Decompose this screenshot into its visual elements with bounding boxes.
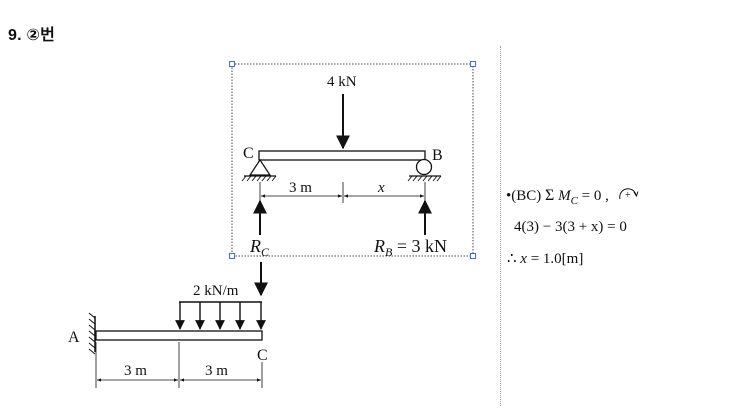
moment-symbol: M bbox=[558, 188, 571, 204]
dimension-left-label: 3 m bbox=[289, 180, 312, 196]
udl-label: 2 kN/m bbox=[193, 283, 239, 299]
therefore-symbol: ∴ bbox=[507, 251, 517, 267]
point-c-label: C bbox=[257, 347, 268, 364]
problem-title: 9. ②번 bbox=[8, 27, 56, 44]
clockwise-moment-icon: + bbox=[617, 186, 639, 202]
selection-handle[interactable] bbox=[229, 253, 235, 259]
sign-label: + bbox=[625, 190, 631, 201]
lower-dimension-left-label: 3 m bbox=[124, 363, 147, 379]
upper-beam-group: 4 kN C B 3 m x RC RB = 3 bbox=[241, 74, 447, 259]
reaction-b-label: RB = 3 kN bbox=[373, 236, 447, 259]
selection-frame[interactable] bbox=[229, 61, 476, 259]
udl-arrows bbox=[175, 302, 266, 330]
selection-handle[interactable] bbox=[470, 61, 476, 67]
roller-support-b bbox=[407, 158, 442, 182]
solution-line-3: ∴ x = 1.0[m] bbox=[507, 249, 583, 268]
reaction-b-subscript: B bbox=[385, 245, 393, 259]
pin-support-c bbox=[241, 158, 277, 182]
selection-handle[interactable] bbox=[229, 61, 235, 67]
beam-diagram: 4 kN C B 3 m x RC RB = 3 bbox=[68, 61, 476, 388]
support-b-label: B bbox=[432, 147, 443, 164]
selection-handle[interactable] bbox=[470, 253, 476, 259]
lower-dimension-right-label: 3 m bbox=[205, 363, 228, 379]
dimension-right-label: x bbox=[377, 180, 385, 196]
point-a-label: A bbox=[68, 329, 80, 346]
lower-beam-group: 2 kN/m A C 3 m 3 m bbox=[68, 283, 268, 388]
equation-rest: = 0 , bbox=[577, 188, 609, 204]
solution-line-1: •(BC) Σ MC = 0 , + bbox=[506, 186, 639, 207]
reaction-c-label: RC bbox=[249, 236, 270, 259]
reaction-c-subscript: C bbox=[261, 245, 270, 259]
solution-line-2: 4(3) − 3(3 + x) = 0 bbox=[514, 219, 627, 235]
column-divider bbox=[500, 46, 501, 406]
reaction-b-value: = 3 kN bbox=[392, 236, 447, 256]
support-c-label: C bbox=[243, 145, 254, 162]
solution-prefix: •(BC) bbox=[506, 188, 542, 204]
fixed-support-a bbox=[88, 312, 96, 355]
moment-subscript: C bbox=[570, 195, 578, 207]
lower-beam bbox=[95, 330, 263, 341]
sigma-symbol: Σ bbox=[545, 187, 555, 204]
upper-beam bbox=[258, 150, 426, 161]
result-value: = 1.0[m] bbox=[526, 251, 584, 267]
point-load-label: 4 kN bbox=[327, 74, 357, 90]
variable-x: x bbox=[520, 251, 527, 267]
